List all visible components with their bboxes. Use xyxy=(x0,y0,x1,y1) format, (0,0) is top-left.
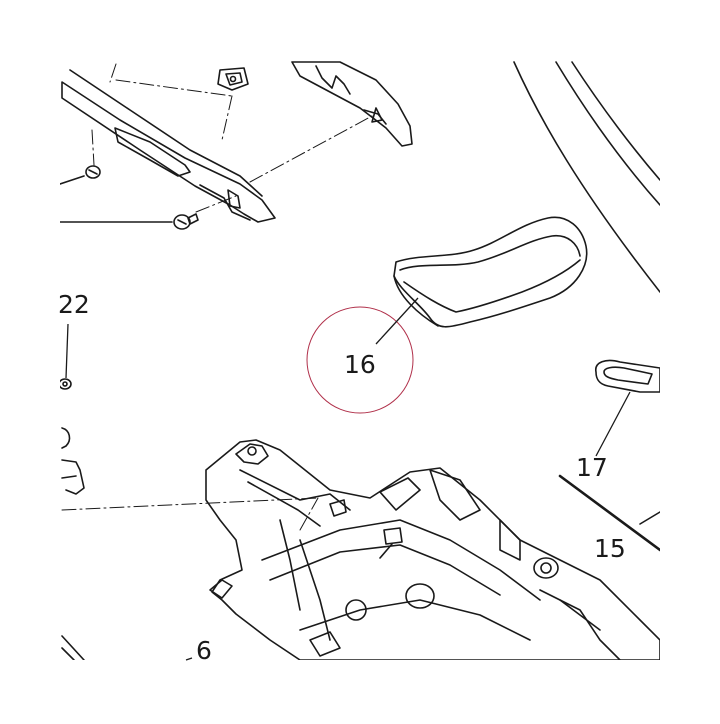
leader-line-17 xyxy=(595,391,631,457)
trim-strip-part xyxy=(558,474,660,552)
fairing-panel-part xyxy=(291,61,413,147)
part-6-edge xyxy=(61,635,85,660)
leader-line-22 xyxy=(65,323,69,379)
trim-rail-part xyxy=(61,69,276,223)
rivet-part xyxy=(60,378,72,390)
chassis-frame-part xyxy=(205,439,660,660)
callout-6: 6 xyxy=(196,636,212,665)
seat-pad-part xyxy=(393,216,588,328)
screw-part-mid xyxy=(60,213,199,230)
clip-nut-part xyxy=(217,67,249,91)
callout-15: 15 xyxy=(594,534,626,563)
leader-line-6 xyxy=(185,657,193,661)
body-panel-part xyxy=(513,61,660,293)
callout-16-highlight-circle xyxy=(306,306,414,414)
assembly-guide-lines-lower xyxy=(61,497,319,531)
bracket-part-left xyxy=(61,427,85,495)
screw-part-left xyxy=(60,165,101,185)
callout-16: 16 xyxy=(344,350,376,379)
callout-17: 17 xyxy=(576,453,608,482)
grommet-part xyxy=(595,359,660,393)
leader-line-16 xyxy=(375,297,419,345)
callout-22: 22 xyxy=(58,290,90,319)
assembly-guide-lines-upper xyxy=(91,63,373,213)
